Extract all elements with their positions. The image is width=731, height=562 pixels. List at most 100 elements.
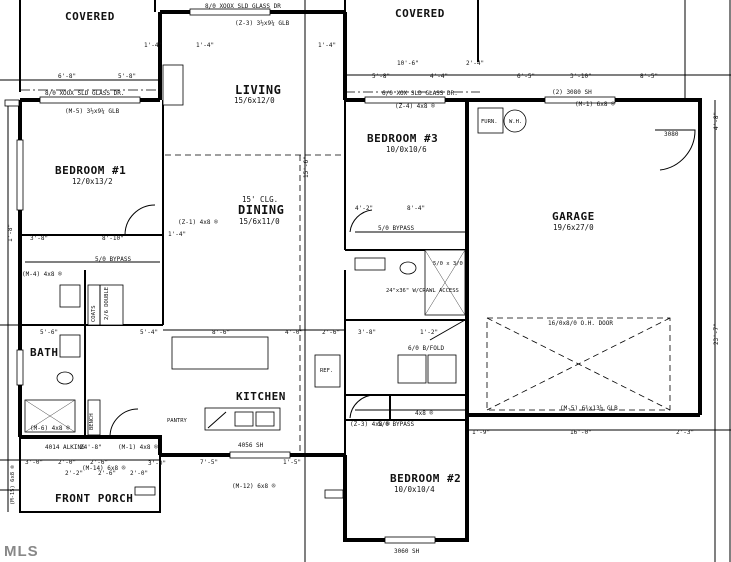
tag-garage-hdr: (M-1) 6x8 ® (575, 101, 615, 108)
dim-14: 8'-10" (102, 235, 124, 242)
window-bed3-top (364, 96, 446, 104)
tag-m1: (M-1) 4x8 ® (118, 444, 158, 451)
window-kitchen (229, 451, 291, 459)
label-kitchen: KITCHEN (236, 390, 286, 403)
dim-12: 8'-5" (640, 73, 658, 80)
tag-m15: (M-15) 6x8 ® (10, 465, 16, 505)
label-bedroom1-size: 12/0x13/2 (72, 177, 113, 186)
toilet-master (399, 261, 417, 275)
dim-16: 8'-4" (407, 205, 425, 212)
tag-box-porch (134, 486, 156, 496)
dim-5: 1'-4" (318, 42, 336, 49)
tag-bypass1: 5/0 BYPASS (95, 256, 132, 263)
dim-21: 2'-6" (322, 329, 340, 336)
furnace (477, 107, 504, 134)
tag-m14: (M-14) 6x8 ® (82, 465, 126, 472)
wall-garage-outer (480, 98, 702, 415)
wall-porch-top (20, 435, 162, 455)
label-front-porch: FRONT PORCH (55, 492, 133, 505)
window-marks (16, 8, 616, 544)
dim-27: 2'-6" (90, 459, 108, 466)
coat-closet (87, 284, 124, 326)
fireplace (162, 64, 184, 106)
watermark-mls: MLS (4, 543, 39, 560)
label-bath: BATH (30, 346, 59, 359)
dim-6: 5'-8" (372, 73, 390, 80)
dim-41: 3'-0" (148, 460, 166, 467)
garage-door-swing-arc (655, 129, 696, 171)
label-walkin: 24"x36" W/CRAWL ACCESS (386, 288, 459, 294)
dim-18: 5'-4" (140, 329, 158, 336)
label-bench: BENCH (89, 413, 95, 430)
dim-4: 1'-4" (196, 42, 214, 49)
tag-garage-glb: (M-5) 6¾x13½ GLB (560, 405, 618, 412)
tag-bypass2: 5/0 BYPASS (378, 225, 415, 232)
dim-30: 16'-0" (570, 429, 592, 436)
tag-bifold: 6/0 B/FOLD (408, 345, 445, 352)
tag-garage-side: 3080 (664, 131, 679, 138)
dashed-lines (20, 89, 671, 455)
dimensions: 6'-8" 5'-8" 1'-4" 1'-4" 1'-4" 5'-8" 10'-… (7, 42, 720, 477)
vanity-master (354, 257, 386, 271)
dim-19: 8'-6" (212, 329, 230, 336)
garage-x2 (486, 317, 671, 411)
label-ref: REF. (320, 368, 333, 374)
tag-bed2-sh: 3060 SH (394, 548, 420, 555)
dim-35: 15'-6" (303, 156, 310, 178)
dim-1: 6'-8" (58, 73, 76, 80)
dim-23: 1'-2" (420, 329, 438, 336)
tag-top-center-glb: (Z-3) 3½x9¼ GLB (235, 20, 290, 27)
dim-36: 1'-4" (168, 231, 186, 238)
dishwasher-mark (207, 411, 227, 429)
tag-shower: 5/0 x 3/0 (433, 261, 463, 267)
label-living-size: 15/6x12/0 (234, 96, 275, 105)
tag-kitchen-sh: 4056 SH (238, 442, 264, 449)
window-tags: 8/0 XOOX SLD GLASS DR (Z-3) 3½x9¼ GLB 8/… (10, 3, 679, 555)
tag-bed3-hdr: (Z-4) 4x8 ® (395, 103, 435, 110)
dim-24: 7'-5" (200, 459, 218, 466)
water-heater (503, 109, 527, 133)
label-pantry: PANTRY (167, 418, 188, 424)
dim-31: 2'-3" (676, 429, 694, 436)
dim-9: 4'-4" (430, 73, 448, 80)
label-dining-size: 15/6x11/0 (239, 217, 280, 226)
tag-garage-door: 16/0x8/0 O.H. DOOR (548, 320, 613, 327)
tag-left-m6: (M-6) 4x8 ® (30, 425, 70, 432)
dim-39: 2'-2" (65, 470, 83, 477)
dim-34: 1'-8" (7, 224, 14, 242)
dim-20: 4'-0" (285, 329, 303, 336)
label-dining: DINING (238, 203, 284, 217)
label-covered-right: COVERED (395, 7, 445, 20)
kitchen-island (171, 336, 269, 370)
tag-bed1-z1: (Z-1) 4x8 ® (178, 219, 218, 226)
label-garage-size: 19/6x27/0 (553, 223, 594, 232)
tag-bypass3: 5/0 BYPASS (378, 421, 415, 428)
label-bedroom2-size: 10/0x10/4 (394, 485, 435, 494)
dim-33: 4'-8" (713, 112, 720, 130)
label-water-heater: W.H. (509, 119, 522, 125)
tag-m12: (M-12) 6x8 ® (232, 483, 276, 490)
wall-porch-outline (19, 437, 161, 513)
bed2-door-arc (349, 394, 376, 419)
window-bath-left (16, 349, 24, 386)
vanity-1 (59, 284, 81, 308)
dim-40: 2'-0" (130, 470, 148, 477)
dim-37: 24'-8" (80, 444, 102, 451)
label-garage: GARAGE (552, 210, 595, 223)
window-bed1-top (39, 96, 141, 104)
garage-door-swing (486, 317, 671, 411)
toilet-bath (56, 371, 74, 385)
dim-11: 3'-10" (570, 73, 592, 80)
dim-32: 23'-7" (713, 323, 720, 345)
dim-10: 6'-5" (517, 73, 535, 80)
fixtures (4, 64, 696, 499)
room-labels: COVERED COVERED LIVING 15/6x12/0 BEDROOM… (30, 7, 595, 505)
dim-8: 2'-4" (466, 60, 484, 67)
garage-entry-door (429, 319, 466, 341)
dim-15: 4'-2" (355, 205, 373, 212)
bed3-door-arc (349, 209, 373, 233)
bench-box (87, 399, 101, 436)
label-dining-clg: 15' CLG. (242, 195, 278, 204)
